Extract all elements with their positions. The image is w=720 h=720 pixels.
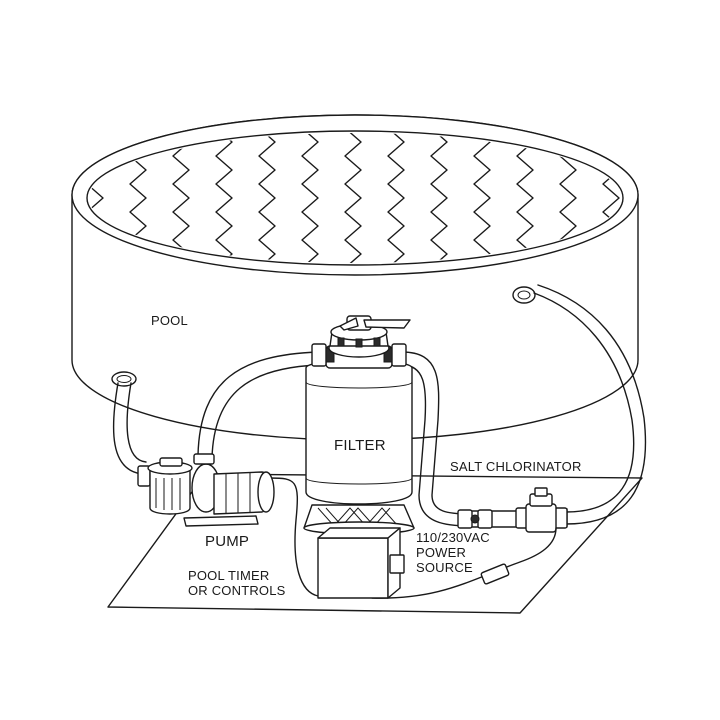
check-valve [457, 509, 493, 529]
pump-label: PUMP [205, 533, 250, 550]
power-source-label: 110/230VAC POWER SOURCE [416, 530, 490, 575]
filter-to-chlorinator-hose [401, 351, 471, 515]
pool-suction-outlet [111, 371, 137, 387]
pool-timer-label: POOL TIMER OR CONTROLS [188, 568, 286, 598]
power-source-line-3: SOURCE [416, 560, 473, 575]
valve-handle [339, 315, 411, 331]
pump-power-cord [269, 477, 319, 597]
pump-to-filter-hose [197, 351, 319, 456]
power-source-line-2: POWER [416, 545, 467, 560]
pool-timer-line-1: POOL TIMER [188, 568, 270, 583]
salt-chlorinator-label: SALT CHLORINATOR [450, 459, 582, 474]
pool-return-inlet [512, 286, 536, 304]
inline-plug [480, 563, 510, 585]
pool-water-surface [86, 130, 624, 266]
water-wave-line [258, 133, 276, 263]
multiport-valve [328, 323, 390, 358]
water-wave-line [387, 133, 405, 263]
suction-hose [112, 382, 143, 475]
salt-chlorinator-cell [515, 487, 568, 533]
pool-label: POOL [151, 313, 188, 328]
filter-ports [311, 343, 407, 367]
water-wave-line [301, 133, 319, 263]
filter-label: FILTER [334, 437, 386, 454]
pool-timer-box [317, 527, 405, 599]
pool-pump [137, 453, 275, 527]
pool-timer-line-2: OR CONTROLS [188, 583, 286, 598]
water-wave-line [344, 133, 362, 263]
return-hose [533, 292, 635, 513]
pool-rim [71, 114, 639, 276]
power-source-line-1: 110/230VAC [416, 530, 490, 545]
filter-tank [305, 345, 413, 505]
water-wave-line [430, 133, 448, 263]
